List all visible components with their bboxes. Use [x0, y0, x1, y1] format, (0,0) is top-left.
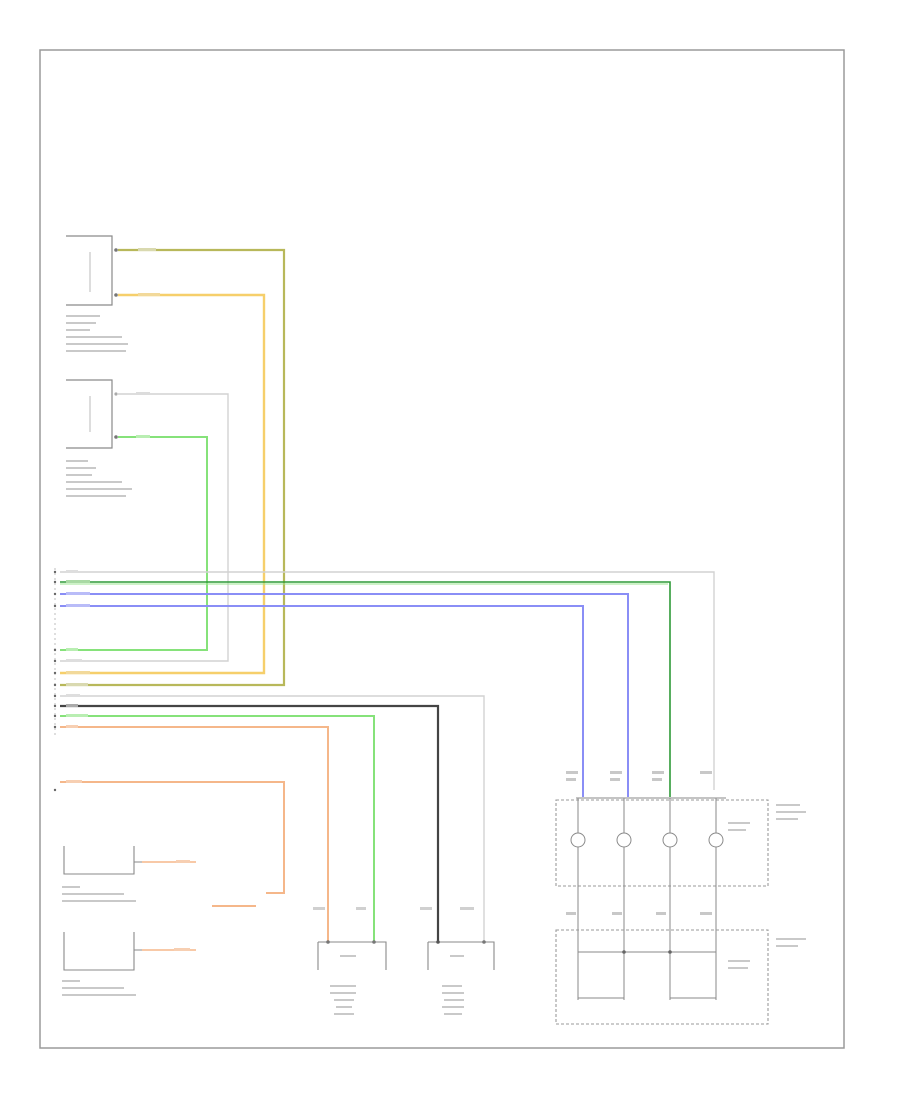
- wire-tag-yellow: [138, 293, 160, 296]
- driver-front-impact-sensor: [66, 379, 118, 449]
- passenger-sensor-label-lines: [66, 315, 128, 352]
- driver-sensor-label-lines: [66, 460, 132, 497]
- driver-seat-belt-sensor: [63, 932, 196, 971]
- side-airbag-green-wire: [60, 715, 375, 942]
- passenger-sensor-olive-wire: [60, 248, 286, 687]
- driver-sensor-green-wire: [60, 436, 208, 651]
- driver-airbag-label-lines: [442, 985, 464, 1015]
- driver-sensor-white-wire: [60, 393, 229, 662]
- wire-tag-white: [136, 392, 150, 395]
- clock-green-wire: [60, 581, 671, 797]
- front-passenger-seat-belt-sensor: [63, 846, 196, 875]
- clock-spring-label-lines: [728, 804, 806, 831]
- side-airbag-orange-wire: [60, 726, 329, 942]
- side-airbag-wire-tags: [66, 648, 90, 728]
- wire-tag-orange-upper: [66, 780, 82, 783]
- diagram-frame: [39, 49, 845, 1049]
- driver-side-airbag: [427, 940, 495, 970]
- clock-spring: [555, 797, 769, 887]
- control-unit-pins: [53, 570, 57, 792]
- clock-spring-wire-tags: [566, 771, 712, 915]
- passenger-front-impact-sensor: [66, 235, 118, 306]
- steering-wheel: [555, 929, 769, 1025]
- passenger-airbag-label-lines: [330, 985, 356, 1015]
- driver-seatbelt-label-lines: [62, 980, 136, 996]
- clock-white-wire: [60, 571, 715, 790]
- clock-blue-wire-1: [60, 593, 629, 797]
- wire-tag-olive: [138, 248, 156, 251]
- wire-tag-drv-airbag-1: [420, 907, 432, 910]
- steering-wheel-label-lines: [728, 938, 806, 969]
- passenger-seatbelt-label-lines: [62, 886, 136, 902]
- seatbelt-orange-wire: [60, 781, 285, 894]
- clock-blue-wire-2: [60, 605, 584, 797]
- passenger-sensor-yellow-wire: [60, 293, 266, 675]
- wire-tag-pass-airbag-2: [356, 907, 366, 910]
- wire-tag-drv-airbag-2: [460, 907, 474, 910]
- side-airbag-white-wire: [60, 695, 485, 942]
- clock-spring-coils: [570, 798, 724, 1000]
- passenger-side-airbag: [317, 940, 387, 970]
- side-airbag-black-wire: [60, 704, 440, 942]
- wire-tag-pass-airbag-1: [313, 907, 325, 910]
- clock-wire-tags: [66, 570, 90, 607]
- wire-tag-green: [136, 435, 150, 438]
